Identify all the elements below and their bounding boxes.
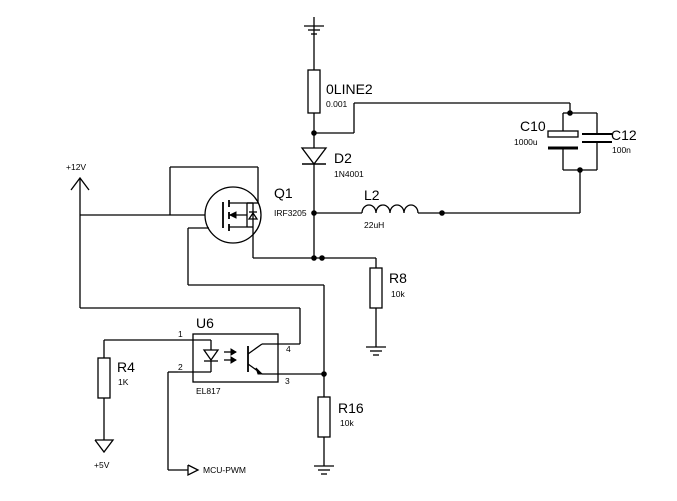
- capacitor-c12: [570, 112, 612, 171]
- d2-ref: D2: [334, 150, 352, 166]
- junction-inductor: [311, 210, 317, 216]
- diode-d2: [300, 147, 328, 258]
- wire-gate: [169, 166, 259, 216]
- oline2-value: 0.001: [326, 99, 348, 109]
- wire-gate-to-r16: [187, 227, 325, 375]
- l2-ref: L2: [364, 187, 380, 203]
- c12-ref: C12: [611, 127, 637, 143]
- d2-value: 1N4001: [334, 169, 364, 179]
- oline2-ref: 0LINE2: [326, 81, 373, 97]
- junction-source: [311, 255, 317, 261]
- wire-mcu-pwm: [167, 371, 200, 477]
- junction-inductor-right: [439, 210, 445, 216]
- capacitor-c10: [547, 112, 580, 171]
- r4-ref: R4: [117, 359, 135, 375]
- power-symbol-5v: [94, 439, 115, 454]
- q1-value: IRF3205: [274, 208, 307, 218]
- pin-3-label: 3: [285, 376, 290, 386]
- junction-source-right: [319, 255, 325, 261]
- junction-shunt: [311, 130, 317, 136]
- resistor-r16: [314, 374, 334, 475]
- l2-value: 22uH: [364, 220, 384, 230]
- u6-value: EL817: [196, 386, 221, 396]
- c12-value: 100n: [612, 145, 631, 155]
- net-label-mcu-pwm: MCU-PWM: [203, 465, 246, 475]
- r8-value: 10k: [391, 289, 405, 299]
- u6-ref: U6: [196, 315, 214, 331]
- r16-value: 10k: [340, 418, 354, 428]
- net-label-5v: +5V: [94, 460, 110, 470]
- c10-value: 1000u: [514, 137, 538, 147]
- c10-ref: C10: [520, 118, 546, 134]
- net-label-12v: +12V: [66, 162, 86, 172]
- resistor-r8: [366, 258, 386, 356]
- pin-2-label: 2: [178, 362, 183, 372]
- power-rail-12v: [70, 176, 300, 309]
- pin-4-label: 4: [286, 344, 291, 354]
- r8-ref: R8: [389, 270, 407, 286]
- q1-ref: Q1: [274, 185, 293, 201]
- pin-1-label: 1: [178, 329, 183, 339]
- resistor-oline2: [307, 26, 321, 148]
- inductor-l2: [314, 204, 580, 214]
- resistor-r4: [97, 339, 178, 440]
- r4-value: 1K: [118, 377, 129, 387]
- r16-ref: R16: [338, 400, 364, 416]
- optocoupler-u6: [178, 333, 324, 383]
- mosfet-q1: [204, 186, 262, 258]
